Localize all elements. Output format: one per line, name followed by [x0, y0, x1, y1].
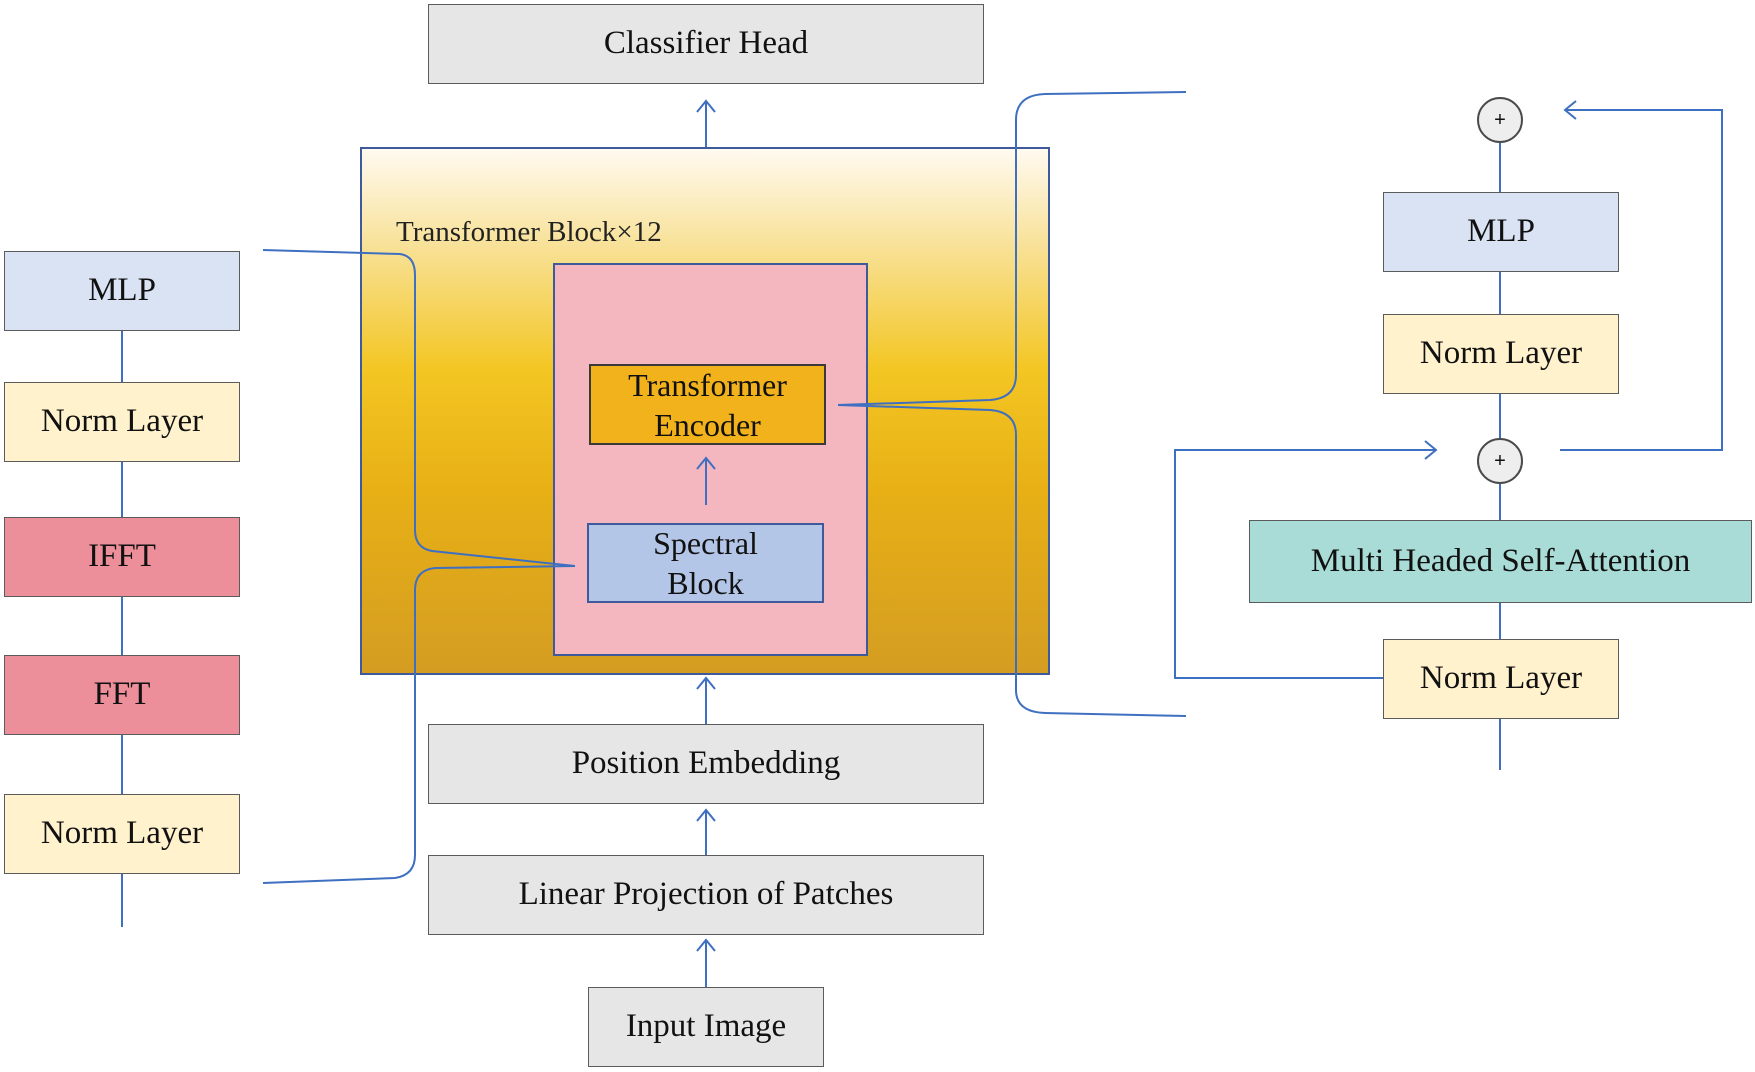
arrowhead-embedding-to-block [696, 676, 716, 690]
arrowhead-projection-to-embedding [696, 808, 716, 822]
position-embedding-box: Position Embedding [428, 724, 984, 804]
arrowhead-block-to-classifier [696, 99, 716, 113]
arrowhead-skip-lower [1424, 440, 1438, 460]
transformer-encoder-label: Transformer Encoder [628, 366, 787, 443]
skip-connection-upper [1560, 109, 1723, 451]
arrowhead-input-to-projection [696, 938, 716, 952]
residual-add-top-icon: + [1477, 97, 1523, 143]
arrowhead-skip-upper [1563, 100, 1577, 120]
fft-box: FFT [4, 655, 240, 735]
linear-projection-box: Linear Projection of Patches [428, 855, 984, 935]
left-norm-layer-bottom-box: Norm Layer [4, 794, 240, 874]
transformer-block-caption: Transformer Block×12 [396, 216, 662, 248]
residual-add-mid-icon: + [1477, 438, 1523, 484]
ifft-box: IFFT [4, 517, 240, 597]
right-mlp-box: MLP [1383, 192, 1619, 272]
spectral-block-box: Spectral Block [587, 523, 824, 603]
transformer-encoder-box: Transformer Encoder [589, 364, 826, 445]
left-norm-layer-top-box: Norm Layer [4, 382, 240, 462]
input-image-box: Input Image [588, 987, 824, 1067]
left-mlp-box: MLP [4, 251, 240, 331]
right-norm-layer-bottom-box: Norm Layer [1383, 639, 1619, 719]
right-norm-layer-top-box: Norm Layer [1383, 314, 1619, 394]
multi-headed-self-attention-box: Multi Headed Self-Attention [1249, 520, 1752, 603]
spectral-block-label: Spectral Block [653, 525, 758, 601]
classifier-head-box: Classifier Head [428, 4, 984, 84]
